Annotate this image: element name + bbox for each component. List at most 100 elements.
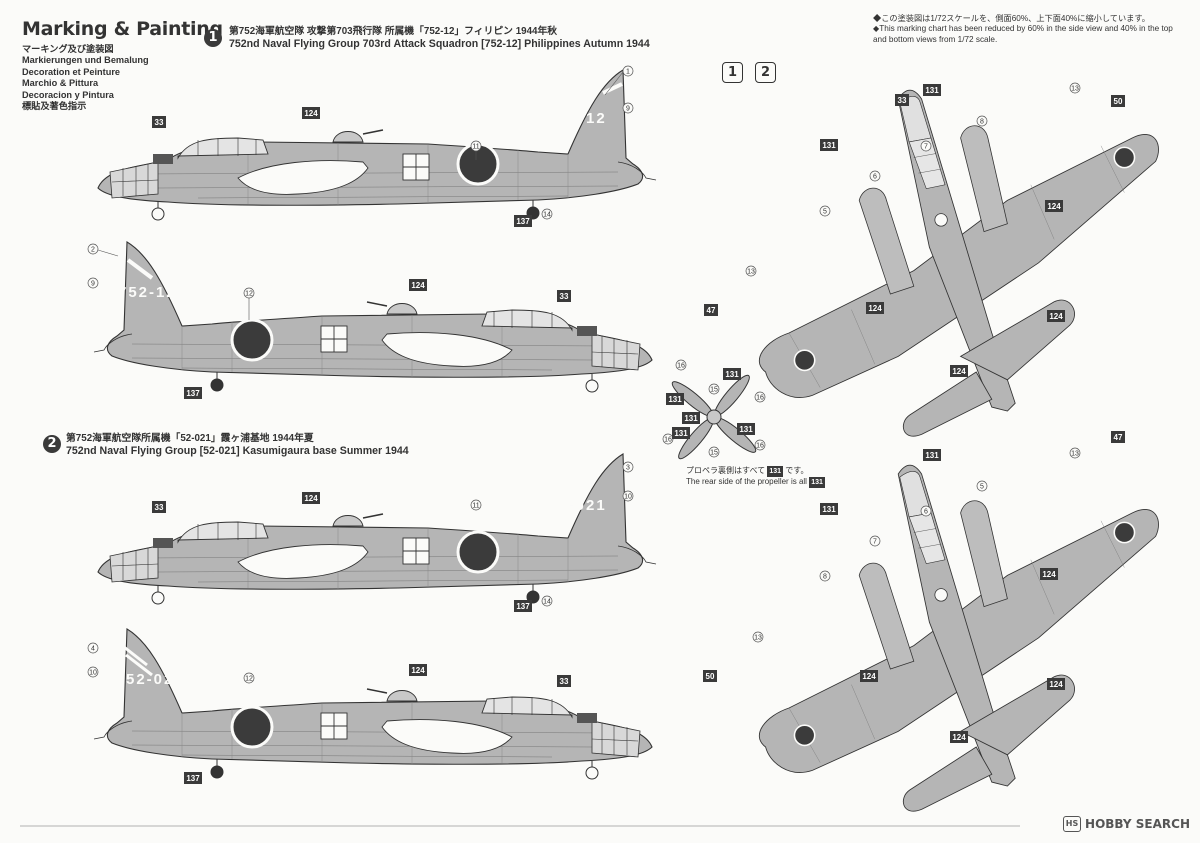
callout-9b: 9 <box>91 281 95 288</box>
tag-124d: 124 <box>411 666 425 675</box>
scale-note-jp: ◆この塗装図は1/72スケールを、側面60%、上下面40%に縮小しています。 <box>873 14 1150 23</box>
top-view-badge-1: 1 <box>722 62 743 83</box>
tag-124g: 124 <box>1049 312 1063 321</box>
callout-14: 14 <box>543 212 551 219</box>
callout-13c: 13 <box>1071 451 1079 458</box>
top-view-badge-2: 2 <box>755 62 776 83</box>
language-cn: 標貼及著色指示 <box>22 101 87 112</box>
propeller-note-code-en: 131 <box>809 477 825 488</box>
propeller-note-jp-suffix: です。 <box>785 466 809 475</box>
callout-13d: 13 <box>754 635 762 642</box>
tag-131b: 131 <box>822 141 836 150</box>
callout-12: 12 <box>245 291 253 298</box>
scheme1-code-left: 752-12 <box>548 110 607 127</box>
scheme1-side-left: 752-12 <box>97 69 657 221</box>
tag-33c: 33 <box>155 503 164 512</box>
tag-33e: 33 <box>898 96 907 105</box>
tag-131i: 131 <box>822 505 836 514</box>
scheme1-side-right <box>93 241 653 393</box>
scheme1-code-right: 752-12 <box>118 284 177 301</box>
callout-16b: 16 <box>756 395 764 402</box>
callout-6b: 6 <box>924 509 928 516</box>
tag-131d: 131 <box>668 395 682 404</box>
callout-1: 1 <box>626 69 630 76</box>
propeller <box>671 374 757 460</box>
tag-33: 33 <box>155 118 164 127</box>
scheme1-title-jp: 第752海軍航空隊 攻撃第703飛行隊 所属機「752-12」フィリピン 194… <box>229 26 558 37</box>
callout-circle <box>622 65 634 77</box>
tag-50b: 50 <box>706 672 715 681</box>
callout-4: 4 <box>91 646 95 653</box>
top-view-1 <box>758 89 1160 437</box>
tag-137c: 137 <box>516 602 530 611</box>
bottom-view-2 <box>758 464 1160 812</box>
language-es: Decoracion y Pintura <box>22 89 114 100</box>
scheme2-side-left: 52-021 <box>97 453 657 605</box>
scheme1-title: 第752海軍航空隊 攻撃第703飛行隊 所属機「752-12」フィリピン 194… <box>229 25 650 51</box>
callout-13: 13 <box>1071 86 1079 93</box>
scheme2-title-en: 752nd Naval Flying Group [52-021] Kasumi… <box>66 445 409 457</box>
scheme2-title-jp: 第752海軍航空隊所属機「52-021」霞ヶ浦基地 1944年夏 <box>66 433 314 444</box>
language-de: Markierungen und Bemalung <box>22 55 149 66</box>
callout-15b: 15 <box>710 450 718 457</box>
tag-124k: 124 <box>1049 680 1063 689</box>
tag-47b: 47 <box>1114 433 1123 442</box>
tag-131c: 131 <box>725 370 739 379</box>
tag-47: 47 <box>707 306 716 315</box>
language-jp: マーキング及び塗装図 <box>22 44 114 54</box>
callout-16: 16 <box>677 363 685 370</box>
tag-131e: 131 <box>684 414 698 423</box>
scheme2-title: 第752海軍航空隊所属機「52-021」霞ヶ浦基地 1944年夏 752nd N… <box>66 432 409 458</box>
scheme1-badge: 1 <box>204 29 222 47</box>
tag-131g: 131 <box>739 425 753 434</box>
callout-11: 11 <box>472 144 479 151</box>
tag-124e: 124 <box>1047 202 1061 211</box>
callout-7b: 7 <box>873 539 877 546</box>
tag-124: 124 <box>304 109 318 118</box>
scheme1-title-en: 752nd Naval Flying Group 703rd Attack Sq… <box>229 38 650 50</box>
tag-137d: 137 <box>186 774 200 783</box>
tag-131h: 131 <box>925 451 939 460</box>
tag-131f: 131 <box>674 429 688 438</box>
propeller-note-code-jp: 131 <box>767 466 784 477</box>
tag-124l: 124 <box>952 733 966 742</box>
callout-7: 7 <box>924 144 928 151</box>
propeller-note-jp: プロペラ裏側はすべて <box>686 466 766 475</box>
callout-15: 15 <box>710 387 718 394</box>
callout-13b: 13 <box>747 269 755 276</box>
callout-16d: 16 <box>756 443 764 450</box>
callout-5b: 5 <box>980 484 984 491</box>
language-it: Marchio & Pittura <box>22 78 99 89</box>
scheme2-badge: 2 <box>43 435 61 453</box>
tag-124f: 124 <box>868 304 882 313</box>
language-list: マーキング及び塗装図 Markierungen und Bemalung Dec… <box>22 44 149 112</box>
tag-33d: 33 <box>560 677 569 686</box>
callout-8: 8 <box>980 119 984 126</box>
callout-16c: 16 <box>664 437 672 444</box>
tag-124b: 124 <box>411 281 425 290</box>
callout-10b: 10 <box>89 670 97 677</box>
tag-137: 137 <box>516 217 530 226</box>
scheme2-code-left: 52-021 <box>548 497 607 514</box>
scheme2-header: 2 <box>43 434 61 453</box>
callout-3: 3 <box>626 465 630 472</box>
callout-12b: 12 <box>245 676 253 683</box>
tag-137b: 137 <box>186 389 200 398</box>
tag-124h: 124 <box>952 367 966 376</box>
callout-11b: 11 <box>472 503 479 510</box>
callout-8b: 8 <box>823 574 827 581</box>
callout-10: 10 <box>624 494 632 501</box>
callout-14b: 14 <box>543 599 551 606</box>
watermark-logo-icon: HS <box>1063 816 1082 832</box>
top-view-badges: 1 2 <box>722 62 776 83</box>
tag-124j: 124 <box>862 672 876 681</box>
tag-131: 131 <box>925 86 939 95</box>
scheme1-header: 1 <box>204 28 222 47</box>
propeller-note-en: The rear side of the propeller is all <box>686 477 807 486</box>
page-title: Marking & Painting <box>22 18 223 40</box>
tag-50: 50 <box>1114 97 1123 106</box>
watermark-text: HOBBY SEARCH <box>1085 817 1190 831</box>
scale-note: ◆この塗装図は1/72スケールを、側面60%、上下面40%に縮小しています。 ◆… <box>873 14 1183 45</box>
scheme2-side-right <box>93 628 653 780</box>
